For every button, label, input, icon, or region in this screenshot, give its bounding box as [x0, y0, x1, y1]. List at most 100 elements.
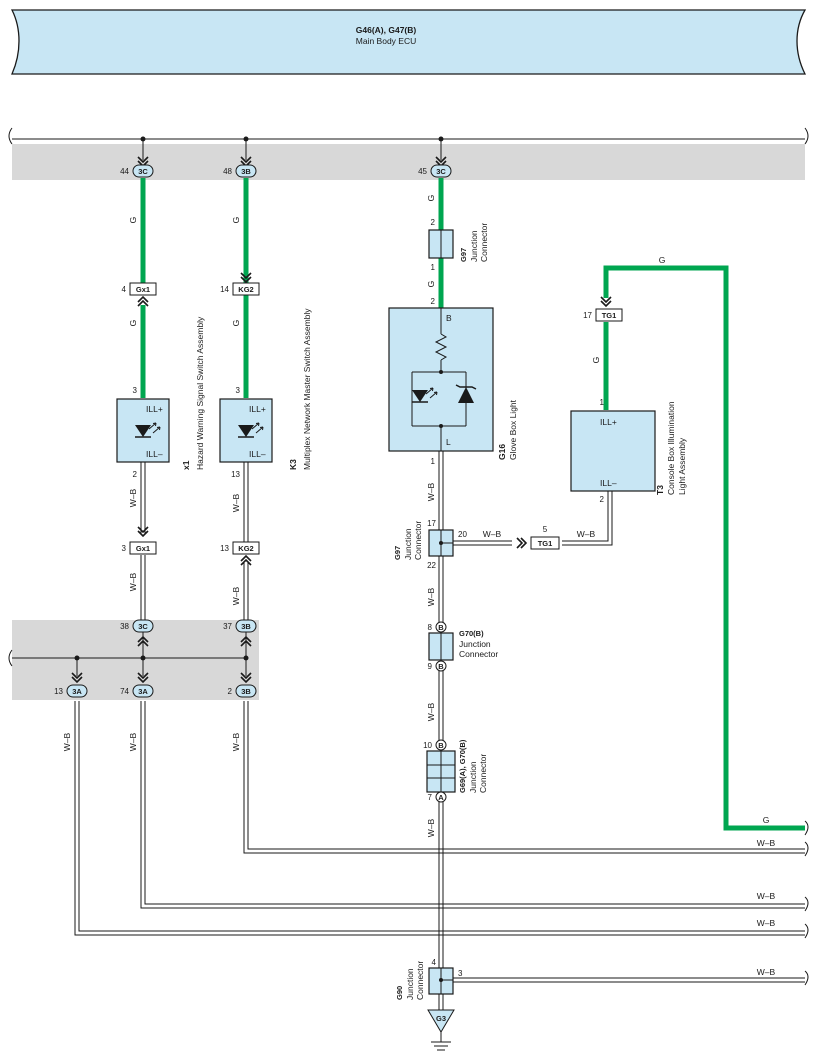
- connector-kg2-lower: KG2 13: [220, 541, 260, 566]
- bot-term-pin-5: 2: [228, 687, 233, 696]
- ecu-name: Main Body ECU: [356, 36, 416, 46]
- wire-label-wb-2: W–B: [128, 572, 138, 591]
- g90-line2: Connector: [415, 961, 425, 1000]
- g90-code: G90: [395, 986, 404, 1000]
- console-illumination-light: 1 ILL+ ILL– 2 T3 Console Box Illuminatio…: [570, 398, 687, 504]
- ground-g3: G3: [427, 994, 455, 1051]
- x1-code: x1: [181, 460, 191, 470]
- x1-term-top: ILL+: [146, 404, 163, 414]
- connector-tg1-lower: TG1 5: [516, 525, 560, 550]
- g70-line1: Junction: [459, 639, 491, 649]
- g97-mid-pin-right: 20: [458, 530, 467, 539]
- g69-pin-top: 10: [423, 741, 432, 750]
- top-term-pin-3: 45: [418, 167, 427, 176]
- ground-code: G3: [436, 1014, 446, 1023]
- g70-code: G70(B): [459, 629, 484, 638]
- g69-line2: Connector: [478, 754, 488, 793]
- k3-code: K3: [288, 459, 298, 470]
- kg2-code-lower: KG2: [238, 544, 253, 553]
- junction-g97-top: 2 1 G97 Junction Connector: [428, 218, 489, 272]
- g70-letter-bottom: B: [438, 662, 444, 671]
- bot-term-conn-1: 3C: [138, 622, 148, 631]
- g97-top-code: G97: [459, 248, 468, 262]
- t3-term-bottom: ILL–: [600, 478, 617, 488]
- wire-label-g-4: G: [231, 320, 241, 327]
- glove-box-light: 2 B L 1 G16 Glove Box Light: [388, 297, 518, 466]
- g16-code: G16: [497, 444, 507, 460]
- g97-mid-line2: Connector: [413, 521, 423, 560]
- wire-label-wb-12: W–B: [128, 732, 138, 751]
- wire-label-g-5: G: [426, 195, 436, 202]
- junction-g70: 8 B B 9 G70(B) Junction Connector: [428, 621, 498, 672]
- gx1-code-lower: Gx1: [136, 544, 150, 553]
- wire-label-wb-9: W–B: [426, 702, 436, 721]
- gx1-pin-lower: 3: [122, 544, 127, 553]
- t3-term-top: ILL+: [600, 417, 617, 427]
- top-term-pin-1: 44: [120, 167, 129, 176]
- bot-term-pin-4: 74: [120, 687, 129, 696]
- connector-gx1-upper: Gx1 4: [122, 282, 157, 307]
- g70-pin-top: 8: [428, 623, 433, 632]
- top-term-conn-2: 3B: [241, 167, 251, 176]
- tg1-pin-lower: 5: [543, 525, 548, 534]
- green-wires: [140, 178, 805, 831]
- wire-label-wb-7: W–B: [577, 529, 596, 539]
- x1-pin-top: 3: [133, 386, 138, 395]
- g69-letter-top: B: [438, 741, 444, 750]
- g97-mid-line1: Junction: [403, 528, 413, 560]
- g97-top-pin-top: 2: [431, 218, 436, 227]
- g69-letter-bottom: A: [438, 793, 444, 802]
- g97-mid-pin-bottom: 22: [427, 561, 436, 570]
- kg2-code-upper: KG2: [238, 285, 253, 294]
- wire-label-wb-13: W–B: [231, 732, 241, 751]
- g16-term-bottom: L: [446, 437, 451, 447]
- g70-pin-bottom: 9: [428, 662, 433, 671]
- bot-term-pin-3: 13: [54, 687, 63, 696]
- connector-gx1-lower: Gx1 3: [122, 526, 157, 555]
- k3-pin-bottom: 13: [231, 470, 240, 479]
- kg2-pin-lower: 13: [220, 544, 229, 553]
- wire-label-wb-4: W–B: [231, 586, 241, 605]
- g69-code: G69(A), G70(B): [458, 739, 467, 793]
- k3-pin-top: 3: [236, 386, 241, 395]
- wire-label-g-8: G: [591, 357, 601, 364]
- tg1-code-upper: TG1: [602, 311, 617, 320]
- wire-label-g-7: G: [659, 255, 666, 265]
- junction-g97-mid: 17 20 22 G97 Junction Connector: [393, 519, 467, 570]
- bot-term-pin-2: 37: [223, 622, 232, 631]
- x1-name: Hazard Warning Signal Switch Assembly: [195, 316, 205, 470]
- wire-label-wb-11: W–B: [62, 732, 72, 751]
- k3-term-bottom: ILL–: [249, 449, 266, 459]
- g97-top-pin-bottom: 1: [431, 263, 436, 272]
- k3-term-top: ILL+: [249, 404, 266, 414]
- bot-term-pin-1: 38: [120, 622, 129, 631]
- wire-label-wb-6: W–B: [483, 529, 502, 539]
- x1-pin-bottom: 2: [133, 470, 138, 479]
- g70-line2: Connector: [459, 649, 498, 659]
- wire-label-wb-3: W–B: [231, 493, 241, 512]
- g97-mid-code: G97: [393, 546, 402, 560]
- t3-pin-top: 1: [600, 398, 605, 407]
- k3-name: Multiplex Network Master Switch Assembly: [302, 308, 312, 470]
- ecu-terminal-bar-top: 3C 3B 3C 44 48 45: [8, 127, 809, 180]
- bot-term-conn-3: 3A: [72, 687, 82, 696]
- g16-pin-bottom: 1: [431, 457, 436, 466]
- x1-term-bottom: ILL–: [146, 449, 163, 459]
- junction-g90: 4 3 G90 Junction Connector: [395, 958, 463, 1000]
- top-term-pin-2: 48: [223, 167, 232, 176]
- bot-term-conn-2: 3B: [241, 622, 251, 631]
- t3-pin-bottom: 2: [600, 495, 605, 504]
- wire-label-g-3: G: [231, 217, 241, 224]
- wire-label-wb-17: W–B: [757, 967, 776, 977]
- t3-name-2: Light Assembly: [677, 437, 687, 495]
- connector-kg2-upper: KG2 14: [220, 272, 260, 296]
- g90-pin-top: 4: [432, 958, 437, 967]
- wire-label-g-9: G: [763, 815, 770, 825]
- ecu-header: G46(A), G47(B) Main Body ECU: [10, 9, 807, 75]
- tg1-code-lower: TG1: [538, 539, 553, 548]
- wire-label-wb-5: W–B: [426, 482, 436, 501]
- g16-name: Glove Box Light: [508, 399, 518, 460]
- ecu-terminal-bar-bottom: 3C 3B 38 37 3A 3A 3B 13 74 2: [8, 619, 259, 700]
- g97-top-line2: Connector: [479, 223, 489, 262]
